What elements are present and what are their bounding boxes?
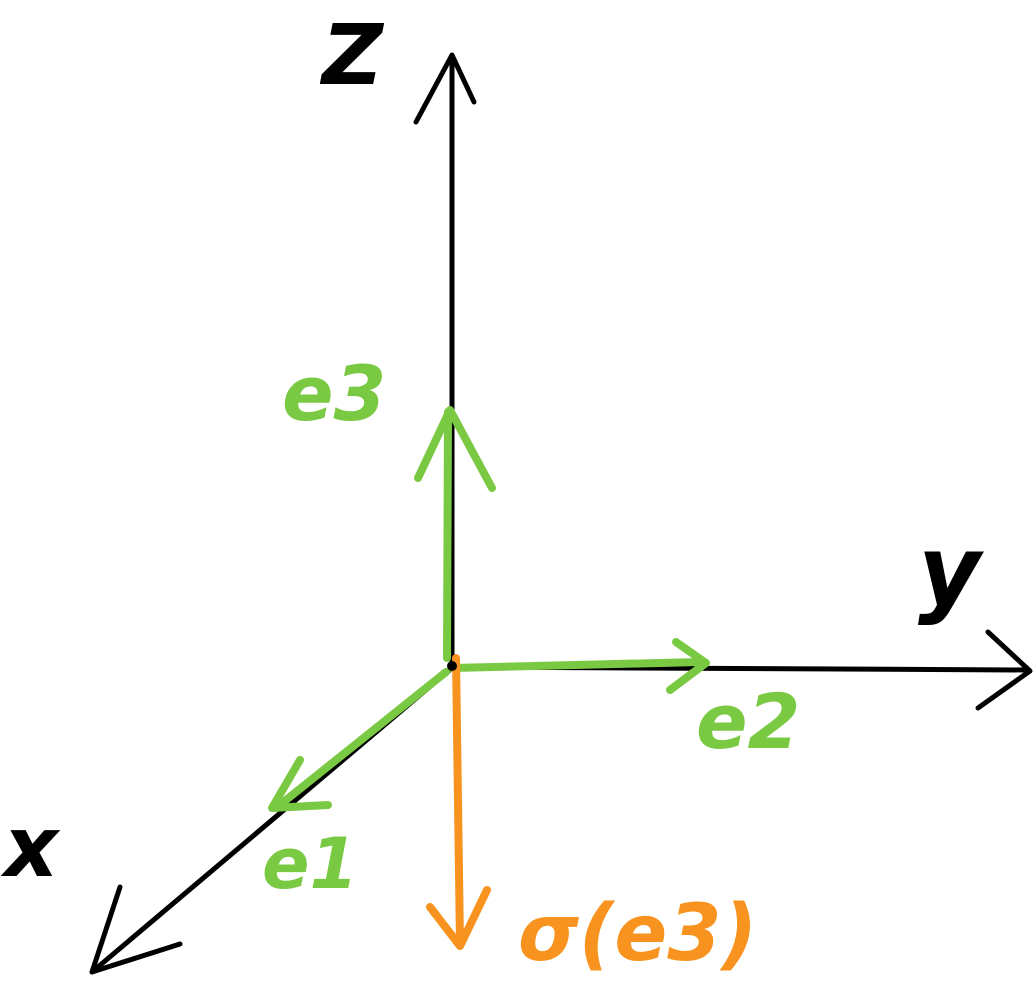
y-axis-arrowhead (975, 629, 1033, 711)
y-axis-label: y (918, 515, 984, 627)
x-axis-label: x (0, 798, 61, 896)
origin-point (447, 661, 457, 671)
sigma-e3-vector-line (452, 654, 464, 949)
e1-vector-line (272, 668, 450, 812)
x-axis-arrowhead (89, 884, 183, 975)
sigma-e3-label: σ(e3) (518, 889, 757, 979)
e3-vector-arrowhead (414, 406, 496, 492)
z-axis-label: Z (319, 6, 385, 104)
e3-label: e3 (282, 349, 386, 438)
e1-vector-arrowhead (268, 756, 332, 812)
e2-vector-line (448, 658, 704, 672)
sigma-e3-vector-arrowhead (426, 886, 491, 950)
z-axis-arrowhead (413, 52, 477, 125)
basis-vectors (268, 406, 710, 812)
axes (89, 52, 1033, 975)
e1-label: e1 (262, 823, 358, 905)
e2-label: e2 (696, 677, 800, 766)
e2-vector-arrowhead (666, 638, 710, 694)
image-vector (426, 654, 491, 950)
e3-vector-line (443, 408, 452, 662)
